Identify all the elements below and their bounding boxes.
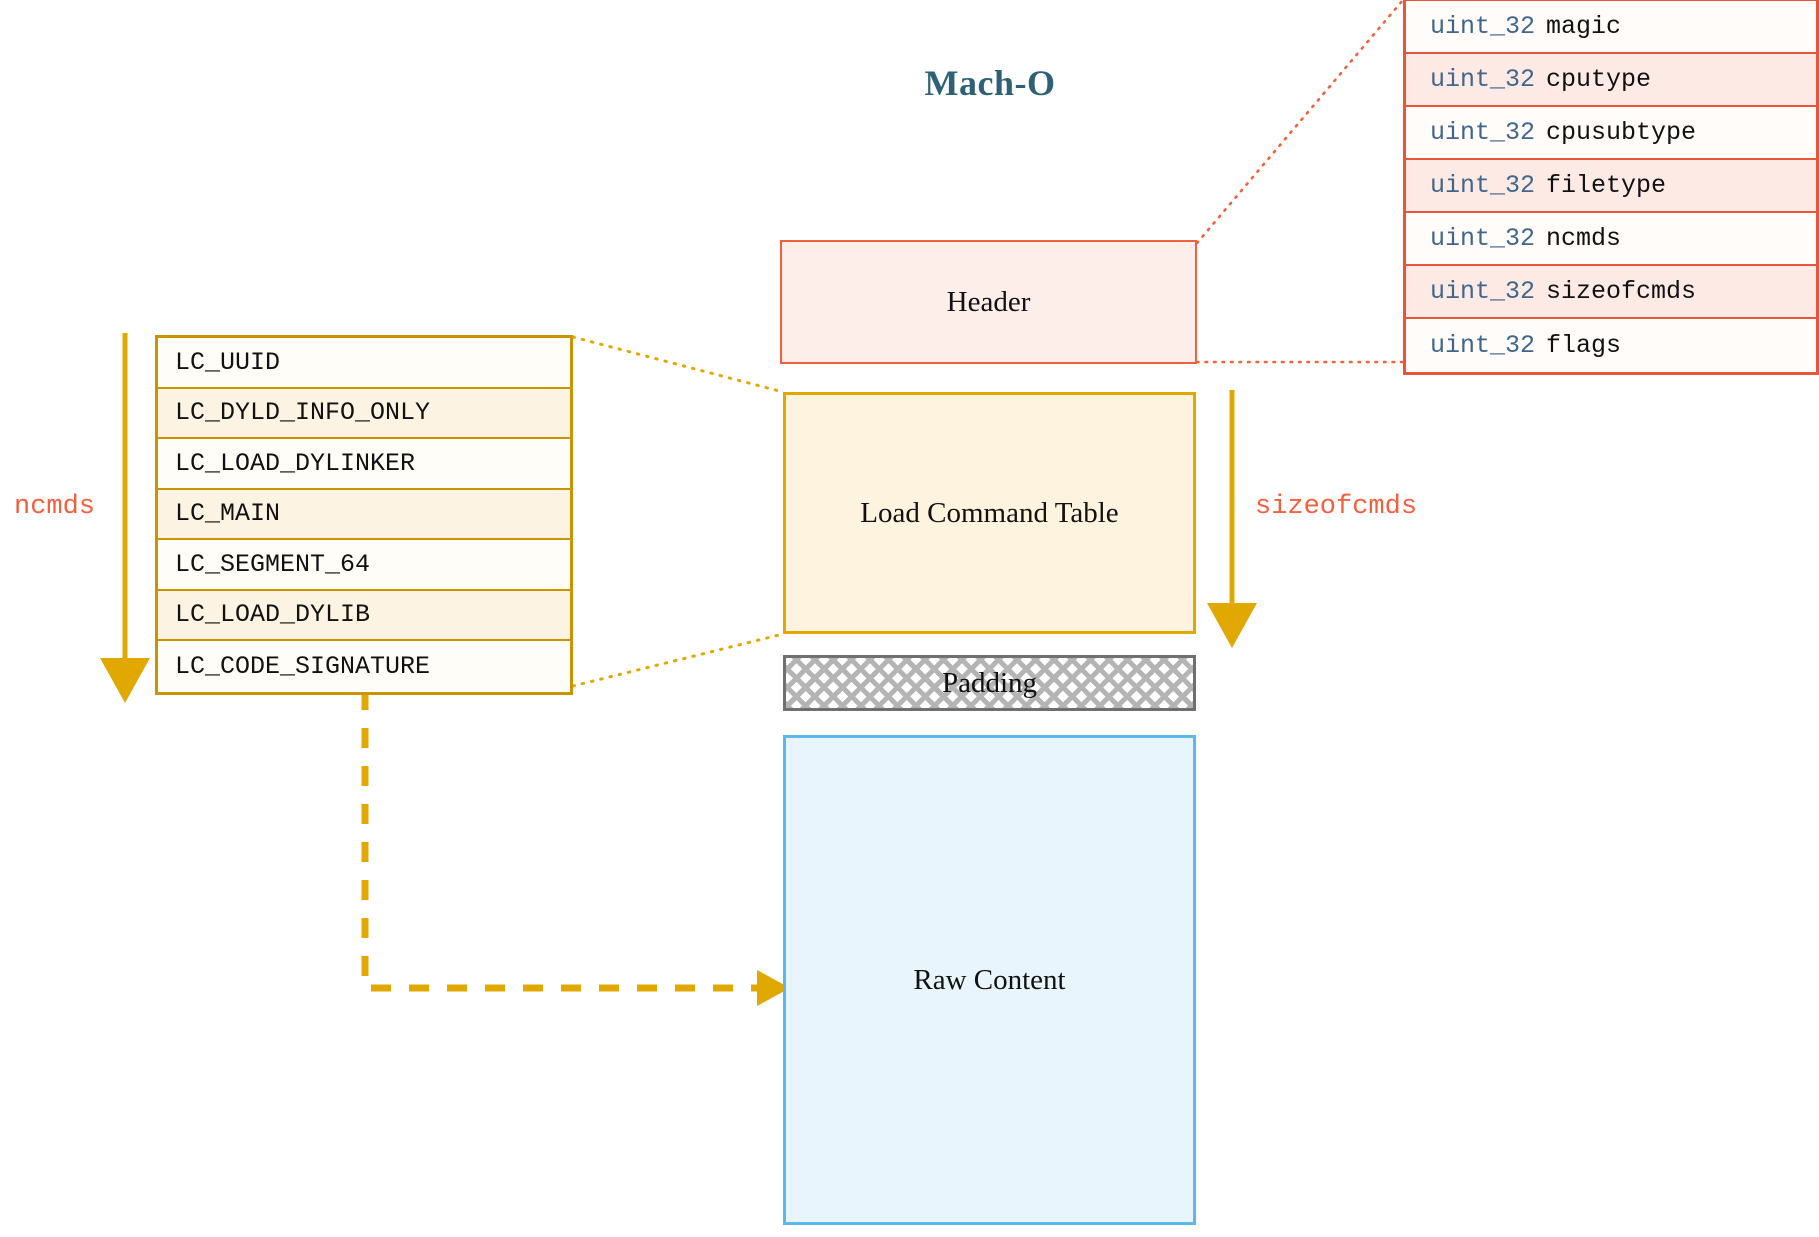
- field-type: uint_32: [1430, 65, 1536, 94]
- field-type: uint_32: [1430, 331, 1536, 360]
- ncmds-label: ncmds: [14, 492, 96, 522]
- field-type: uint_32: [1430, 118, 1536, 147]
- lclist-to-lct-connector: [571, 335, 785, 688]
- field-type: uint_32: [1430, 12, 1536, 41]
- load-command-row[interactable]: LC_CODE_SIGNATURE: [158, 641, 570, 692]
- load-command-list: LC_UUID LC_DYLD_INFO_ONLY LC_LOAD_DYLINK…: [155, 335, 573, 695]
- header-field-row[interactable]: uint_32 magic: [1406, 1, 1816, 54]
- load-command-table-block[interactable]: Load Command Table: [783, 392, 1196, 634]
- load-command-name: LC_MAIN: [175, 499, 281, 529]
- padding-block-label: Padding: [941, 666, 1038, 699]
- header-block[interactable]: Header: [780, 240, 1197, 364]
- field-name: magic: [1546, 12, 1622, 41]
- header-field-row[interactable]: uint_32 ncmds: [1406, 213, 1816, 266]
- field-name: filetype: [1546, 171, 1667, 200]
- load-command-table-label: Load Command Table: [860, 496, 1119, 529]
- header-field-row[interactable]: uint_32 cputype: [1406, 54, 1816, 107]
- load-command-name: LC_CODE_SIGNATURE: [175, 651, 431, 681]
- padding-hatch-pattern: [786, 658, 1193, 708]
- load-command-name: LC_DYLD_INFO_ONLY: [175, 398, 431, 428]
- raw-content-block[interactable]: Raw Content: [783, 735, 1196, 1225]
- load-command-row[interactable]: LC_LOAD_DYLINKER: [158, 439, 570, 490]
- field-type: uint_32: [1430, 171, 1536, 200]
- page-title: Mach-O: [924, 63, 1056, 103]
- header-field-row[interactable]: uint_32 flags: [1406, 319, 1816, 372]
- field-name: flags: [1546, 331, 1622, 360]
- load-command-name: LC_LOAD_DYLIB: [175, 600, 371, 630]
- sizeofcmds-label: sizeofcmds: [1255, 492, 1418, 522]
- load-command-row[interactable]: LC_MAIN: [158, 489, 570, 540]
- load-command-name: LC_SEGMENT_64: [175, 549, 371, 579]
- load-command-name: LC_UUID: [175, 347, 281, 377]
- load-command-row[interactable]: LC_UUID: [158, 338, 570, 389]
- padding-block[interactable]: Padding: [783, 655, 1196, 711]
- field-type: uint_32: [1430, 224, 1536, 253]
- raw-content-label: Raw Content: [913, 963, 1066, 996]
- header-field-row[interactable]: uint_32 sizeofcmds: [1406, 266, 1816, 319]
- load-command-name: LC_LOAD_DYLINKER: [175, 448, 416, 478]
- field-name: cpusubtype: [1546, 118, 1697, 147]
- header-field-row[interactable]: uint_32 cpusubtype: [1406, 107, 1816, 160]
- field-name: sizeofcmds: [1546, 277, 1697, 306]
- load-command-row[interactable]: LC_SEGMENT_64: [158, 540, 570, 591]
- field-type: uint_32: [1430, 277, 1536, 306]
- load-command-row[interactable]: LC_LOAD_DYLIB: [158, 590, 570, 641]
- code-signature-to-raw-content-arrow: [361, 690, 790, 1006]
- field-name: ncmds: [1546, 224, 1622, 253]
- header-block-label: Header: [946, 285, 1031, 318]
- header-to-fields-connector: [1195, 0, 1405, 364]
- field-name: cputype: [1546, 65, 1652, 94]
- load-command-row[interactable]: LC_DYLD_INFO_ONLY: [158, 388, 570, 439]
- header-field-row[interactable]: uint_32 filetype: [1406, 160, 1816, 213]
